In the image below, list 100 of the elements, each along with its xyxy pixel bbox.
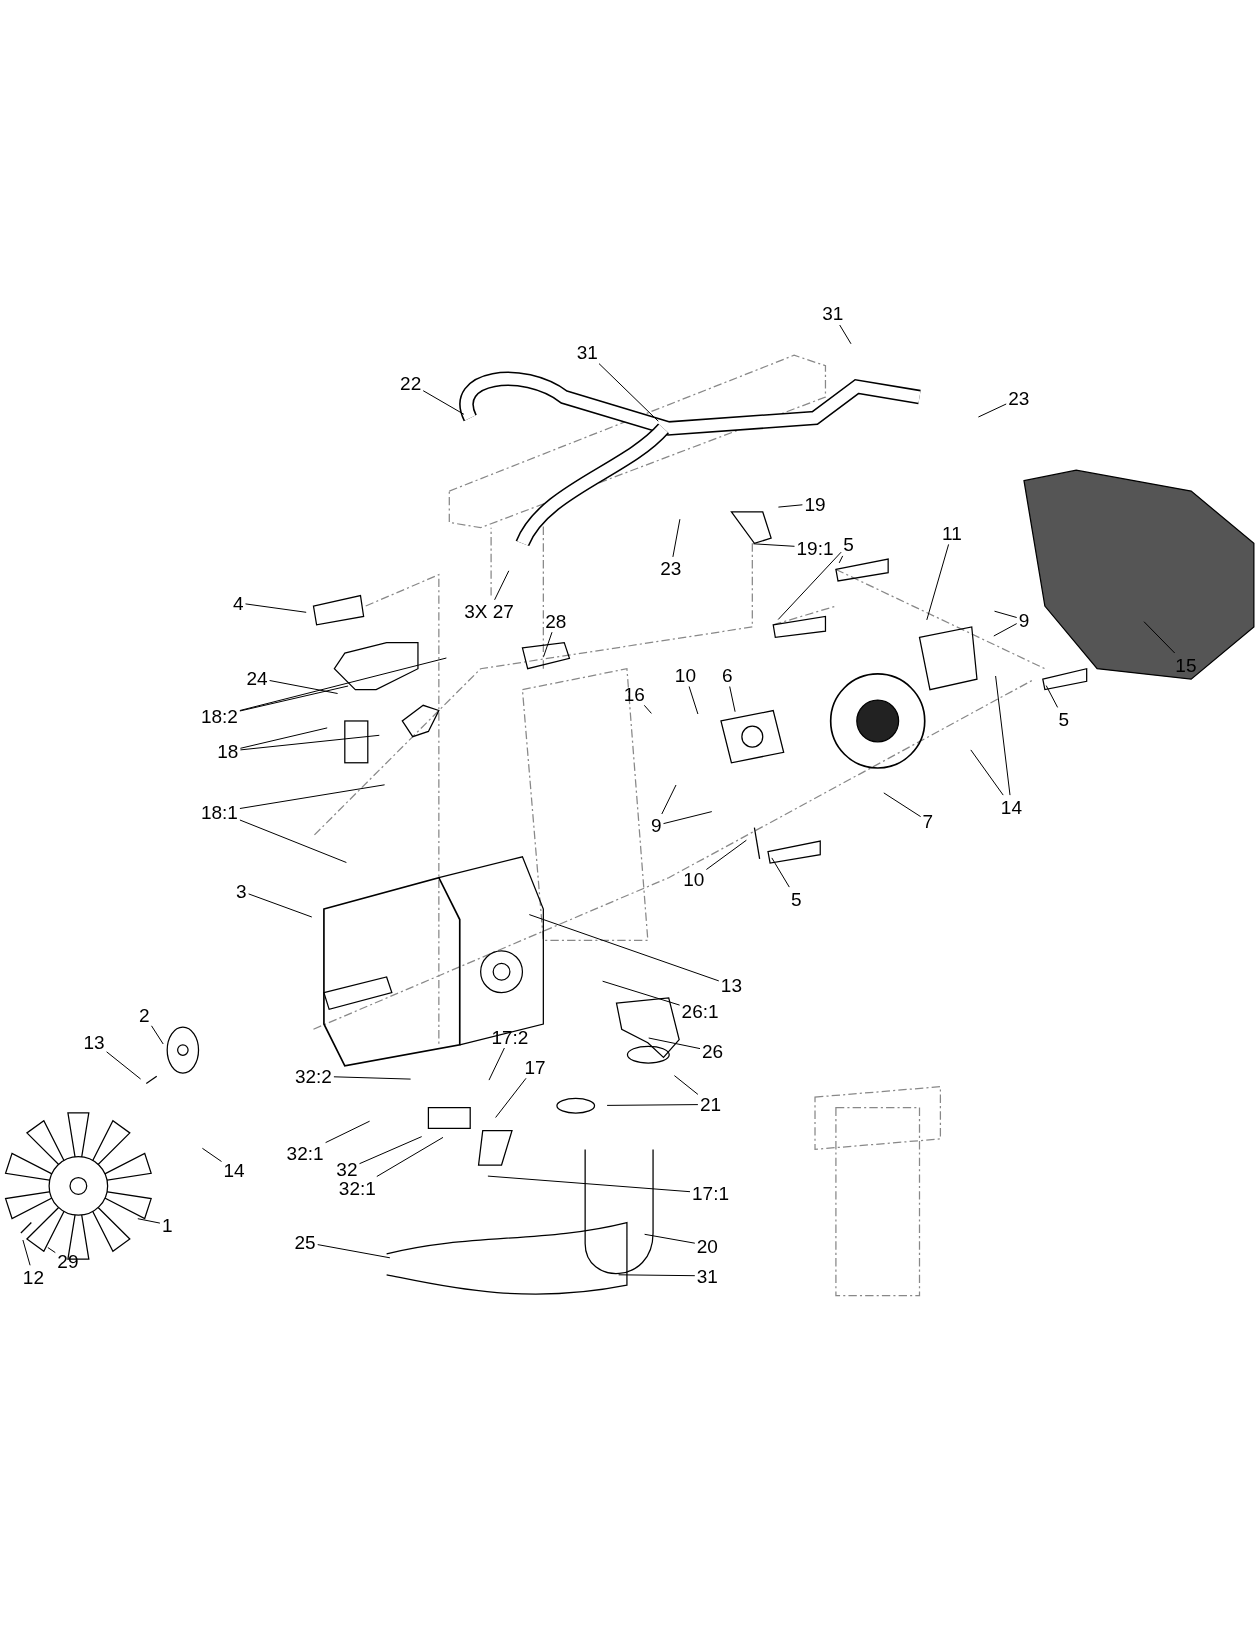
leader-line bbox=[239, 819, 347, 863]
leader-line bbox=[643, 704, 652, 714]
leader-line bbox=[663, 811, 713, 825]
callout-number: 7 bbox=[922, 811, 934, 831]
leader-line bbox=[239, 685, 349, 712]
callout-number: 2 bbox=[138, 1005, 150, 1025]
leader-line bbox=[752, 543, 795, 547]
callout-number: 32:1 bbox=[286, 1143, 324, 1162]
callout-number: 21 bbox=[699, 1094, 722, 1114]
leader-line bbox=[488, 1047, 505, 1081]
callout-number: 20 bbox=[696, 1236, 718, 1255]
leader-line bbox=[705, 839, 747, 870]
callout-number: 5 bbox=[1058, 709, 1069, 729]
leader-line bbox=[648, 1037, 701, 1050]
leader-line bbox=[688, 686, 699, 715]
leader-line bbox=[494, 570, 510, 601]
leader-line bbox=[970, 749, 1004, 796]
callout-number: 18:1 bbox=[200, 802, 238, 822]
callout-number: 18:2 bbox=[200, 706, 238, 726]
callout-number: 31 bbox=[822, 303, 844, 323]
callout-number: 15 bbox=[1175, 655, 1197, 675]
leader-line bbox=[137, 1218, 161, 1224]
leader-line bbox=[269, 680, 339, 694]
leader-line bbox=[239, 784, 386, 809]
callout-number: 17:2 bbox=[491, 1027, 529, 1046]
leader-line bbox=[993, 623, 1018, 637]
leader-line bbox=[495, 1077, 527, 1118]
leader-line bbox=[487, 1175, 691, 1193]
leader-line bbox=[376, 1136, 444, 1177]
leader-line bbox=[151, 1025, 164, 1045]
leader-line bbox=[1143, 621, 1176, 654]
callout-number: 11 bbox=[942, 523, 962, 543]
leader-line bbox=[106, 1051, 142, 1080]
callout-number: 10 bbox=[683, 869, 705, 889]
callout-number: 32:2 bbox=[294, 1066, 332, 1086]
callout-number: 12 bbox=[22, 1267, 44, 1287]
callout-number: 3X 27 bbox=[464, 601, 514, 621]
callout-number: 9 bbox=[650, 815, 662, 835]
callout-number: 5 bbox=[790, 889, 802, 909]
leader-line bbox=[602, 980, 681, 1006]
callout-number: 9 bbox=[1018, 610, 1030, 630]
callout-number: 23 bbox=[660, 558, 682, 578]
callout-number: 26 bbox=[702, 1041, 724, 1061]
leader-line bbox=[239, 657, 447, 711]
callout-number: 32:1 bbox=[338, 1178, 376, 1198]
leader-line bbox=[661, 784, 677, 815]
leader-line bbox=[926, 543, 950, 621]
callout-number: 31 bbox=[696, 1266, 718, 1286]
callout-number: 31 bbox=[576, 342, 598, 362]
leader-line bbox=[838, 555, 844, 564]
callout-number: 19 bbox=[804, 494, 826, 514]
leader-line bbox=[673, 1075, 699, 1095]
leader-line bbox=[239, 734, 380, 751]
leader-line bbox=[672, 518, 681, 558]
callout-number: 5 bbox=[843, 534, 854, 554]
leader-line bbox=[528, 914, 720, 982]
leader-line bbox=[883, 792, 922, 818]
leader-line bbox=[994, 610, 1018, 618]
leader-line bbox=[644, 1233, 696, 1244]
leader-line bbox=[422, 390, 465, 415]
callout-number: 22 bbox=[400, 373, 422, 393]
leader-line bbox=[771, 857, 790, 888]
callout-number: 13 bbox=[83, 1032, 105, 1052]
leader-line bbox=[543, 631, 553, 658]
callout-number: 29 bbox=[57, 1251, 79, 1271]
leader-line bbox=[598, 363, 659, 422]
leader-line bbox=[606, 1104, 699, 1106]
callout-number: 18 bbox=[217, 741, 239, 761]
leader-line bbox=[47, 1247, 56, 1254]
callout-number: 23 bbox=[1008, 388, 1030, 408]
callout-number: 1 bbox=[161, 1215, 173, 1235]
leader-line bbox=[977, 403, 1007, 418]
leader-line bbox=[245, 603, 307, 613]
callout-number: 10 bbox=[674, 665, 696, 685]
callout-number: 17 bbox=[524, 1057, 546, 1077]
callout-number: 25 bbox=[294, 1232, 316, 1252]
leader-line bbox=[239, 727, 328, 749]
callout-number: 14 bbox=[1000, 797, 1022, 817]
leader-line bbox=[317, 1244, 391, 1259]
leader-line bbox=[22, 1239, 31, 1266]
leader-line bbox=[618, 1274, 696, 1277]
callout-number: 26:1 bbox=[681, 1001, 719, 1021]
callout-number: 13 bbox=[720, 975, 742, 995]
leader-line bbox=[777, 551, 842, 620]
callout-number: 3 bbox=[236, 881, 247, 901]
leader-line bbox=[248, 893, 313, 918]
callout-number: 4 bbox=[232, 593, 244, 613]
leader-line bbox=[359, 1136, 423, 1165]
leader-line bbox=[839, 324, 852, 345]
leader-line bbox=[201, 1147, 222, 1162]
callout-number: 24 bbox=[246, 668, 268, 688]
leader-line bbox=[777, 504, 803, 508]
callout-number: 17:1 bbox=[692, 1183, 729, 1203]
leader-line bbox=[1045, 685, 1059, 708]
callout-number: 6 bbox=[721, 665, 733, 685]
callout-number: 16 bbox=[623, 684, 645, 704]
callout-number: 19:1 bbox=[796, 538, 834, 557]
leader-line bbox=[729, 686, 736, 713]
leader-line bbox=[325, 1120, 371, 1144]
callout-number: 32 bbox=[336, 1159, 358, 1179]
